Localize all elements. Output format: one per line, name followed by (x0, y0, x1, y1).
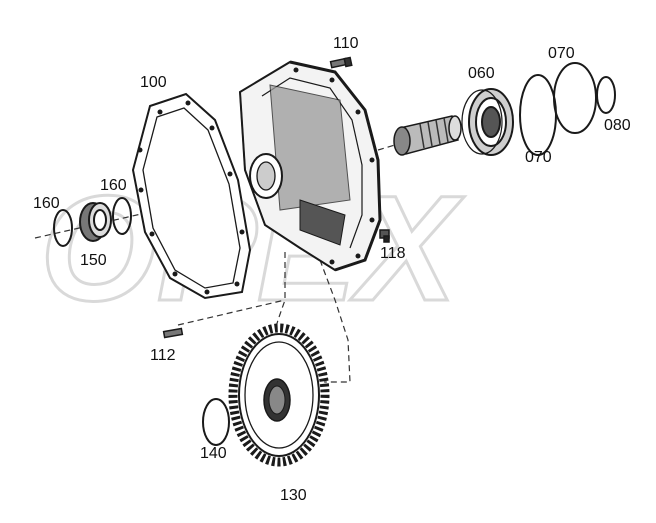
label-070-bottom: 070 (525, 149, 552, 166)
label-112: 112 (150, 347, 176, 364)
label-100: 100 (140, 74, 167, 91)
label-060: 060 (468, 65, 495, 82)
bearing-150 (79, 202, 112, 242)
snap-ring-160-right (112, 197, 132, 235)
splined-shaft (393, 115, 462, 156)
label-160-left: 160 (33, 195, 60, 212)
snap-ring-070-outer (553, 62, 597, 134)
label-080: 080 (604, 117, 631, 134)
snap-ring-160-left (53, 209, 73, 247)
plug-118 (379, 229, 390, 243)
snap-ring-140 (202, 398, 230, 446)
snap-ring-070-inner (519, 74, 557, 156)
bolt-110 (329, 56, 353, 69)
label-118: 118 (380, 245, 406, 262)
label-150: 150 (80, 252, 107, 269)
bearing-060 (461, 88, 514, 156)
label-070-top: 070 (548, 45, 575, 62)
gear-130 (228, 323, 330, 467)
label-160-right: 160 (100, 177, 127, 194)
label-110: 110 (333, 35, 359, 52)
gear-housing (238, 60, 382, 272)
label-140: 140 (200, 445, 227, 462)
label-130: 130 (280, 487, 307, 504)
pin-112 (162, 327, 184, 339)
snap-ring-080 (596, 76, 616, 114)
cover-plate-100 (131, 92, 252, 300)
